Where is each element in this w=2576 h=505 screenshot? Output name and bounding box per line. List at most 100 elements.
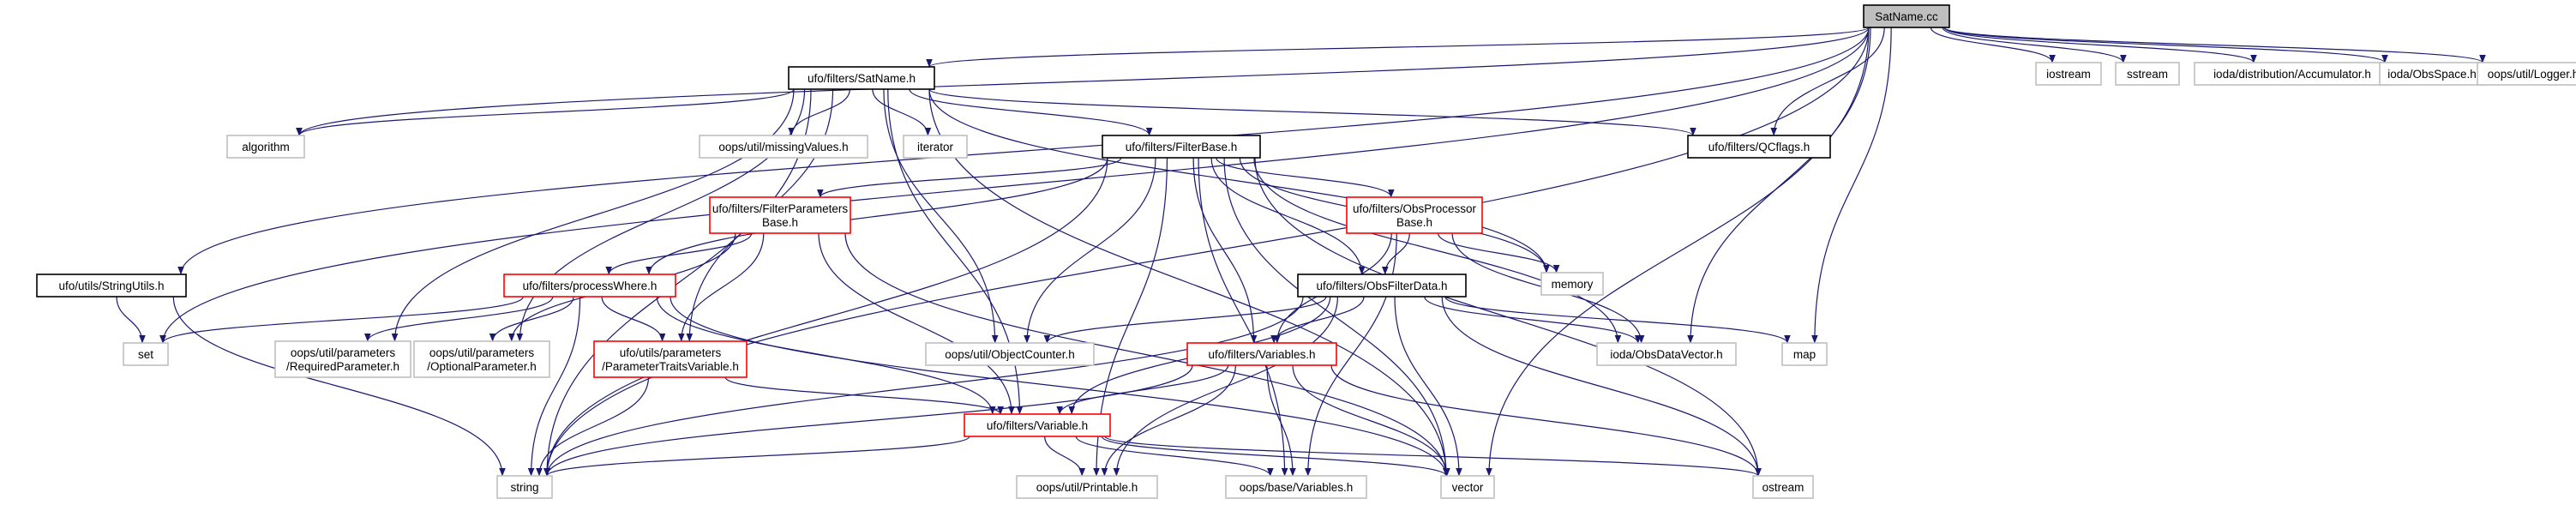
edge-variables-h-to-vector: [1292, 364, 1450, 477]
node-label: ufo/filters/SatName.h: [808, 72, 916, 85]
edge-satname-cc-to-vector: [1486, 27, 1870, 477]
node-obsspace-h: ioda/ObsSpace.h: [2379, 62, 2485, 86]
node-box: [699, 135, 868, 159]
edge-variables-h-to-oops-variables-h: [1266, 364, 1296, 477]
node-box: [1781, 342, 1828, 366]
node-label: sstream: [2127, 68, 2168, 81]
edge-processwhere-h-to-optionalparam-h: [489, 296, 574, 342]
edge-filterbase-h-to-oops-variables-h: [1198, 157, 1288, 477]
edge-paramtraits-h-to-string: [536, 376, 650, 477]
node-label: ufo/filters/QCflags.h: [1708, 141, 1810, 153]
edge-satname-cc-to-accumulator-h: [1943, 27, 2257, 63]
edge-filterbase-h-to-objectcounter-h: [1024, 157, 1156, 344]
node-objectcounter-h: oops/util/ObjectCounter.h: [925, 342, 1095, 366]
node-accumulator-h: ioda/distribution/Accumulator.h: [2194, 62, 2391, 86]
node-box: [36, 274, 187, 298]
node-box: [903, 135, 968, 159]
edge-filterbase-h-to-filterparams-h: [817, 157, 1122, 198]
node-obsfilterdata-h[interactable]: ufo/filters/ObsFilterData.h: [1297, 274, 1467, 298]
node-label: Base.h: [762, 216, 798, 229]
node-label: ufo/filters/ObsProcessor: [1353, 202, 1477, 215]
node-label: Base.h: [1396, 216, 1432, 229]
edge-variables-h-to-ostream: [1330, 364, 1762, 477]
node-logger-h: oops/util/Logger.h: [2477, 62, 2576, 86]
edge-obsfilterdata-h-to-map: [1444, 296, 1791, 344]
node-box: [413, 340, 550, 378]
edge-variable-h-to-string: [543, 436, 970, 477]
node-string: string: [496, 475, 553, 499]
node-iostream: iostream: [2035, 62, 2102, 86]
edge-variables-h-to-printable-h: [1101, 364, 1236, 477]
node-box: [1346, 196, 1483, 234]
edge-obsfilterdata-h-to-objectcounter-h: [1043, 296, 1327, 344]
node-satname-h[interactable]: ufo/filters/SatName.h: [788, 66, 935, 90]
node-variable-h[interactable]: ufo/filters/Variable.h: [964, 413, 1111, 437]
node-requiredparam-h: oops/util/parameters/RequiredParameter.h: [274, 340, 411, 378]
node-label: ufo/filters/processWhere.h: [523, 280, 658, 292]
node-label: ufo/filters/Variable.h: [987, 419, 1088, 432]
edge-variable-h-to-oops-variables-h: [1075, 436, 1274, 477]
edge-processwhere-h-to-string: [527, 296, 581, 477]
node-box: [964, 413, 1111, 437]
node-memory: memory: [1540, 272, 1604, 296]
node-label: oops/util/Printable.h: [1036, 481, 1138, 494]
node-obsdatavector-h: ioda/ObsDataVector.h: [1596, 342, 1737, 366]
edge-satname-h-to-algorithm: [296, 88, 795, 136]
node-box: [2115, 62, 2180, 86]
node-label: set: [138, 348, 153, 361]
edge-satname-h-to-filterbase-h: [909, 88, 1153, 136]
node-processwhere-h[interactable]: ufo/filters/processWhere.h: [503, 274, 676, 298]
node-label: ufo/utils/StringUtils.h: [58, 280, 164, 292]
node-box: [1687, 135, 1831, 159]
node-paramtraits-h[interactable]: ufo/utils/parameters/ParameterTraitsVari…: [593, 340, 748, 378]
node-vector: vector: [1440, 475, 1495, 499]
node-label: /OptionalParameter.h: [427, 360, 537, 373]
edge-filterparams-h-to-vector: [844, 232, 1450, 477]
edge-satname-cc-to-stringutils-h: [177, 27, 1870, 275]
edge-filterparams-h-to-processwhere-h: [605, 232, 753, 275]
edge-satname-cc-to-logger-h: [1943, 27, 2486, 63]
node-label: oops/util/ObjectCounter.h: [945, 348, 1075, 361]
edge-paramtraits-h-to-variable-h: [724, 376, 1004, 415]
node-qcflags-h[interactable]: ufo/filters/QCflags.h: [1687, 135, 1831, 159]
edge-satname-h-to-iterator: [872, 88, 932, 136]
node-stringutils-h[interactable]: ufo/utils/StringUtils.h: [36, 274, 187, 298]
edge-processwhere-h-to-paramtraits-h: [601, 296, 666, 342]
node-label: SatName.cc: [1875, 10, 1938, 23]
node-box: [1297, 274, 1467, 298]
node-label: vector: [1452, 481, 1484, 494]
edge-satname-cc-to-iostream: [1930, 27, 2056, 63]
edge-obsfilterdata-h-to-string: [543, 296, 1304, 477]
node-box: [123, 342, 169, 366]
node-label: ufo/filters/FilterParameters: [712, 202, 849, 215]
edge-satname-h-to-memory: [928, 88, 1550, 274]
edge-filterbase-h-to-obsprocessor-h: [1216, 157, 1395, 198]
node-filterbase-h[interactable]: ufo/filters/FilterBase.h: [1102, 135, 1261, 159]
node-iterator: iterator: [903, 135, 968, 159]
edge-filterparams-h-to-paramtraits-h: [677, 232, 765, 342]
node-box: [788, 66, 935, 90]
node-label: /ParameterTraitsVariable.h: [602, 360, 739, 373]
node-box: [925, 342, 1095, 366]
node-box: [274, 340, 411, 378]
node-label: oops/util/Logger.h: [2488, 68, 2576, 81]
node-box: [1186, 342, 1337, 366]
node-box: [503, 274, 676, 298]
edge-satname-cc-to-map: [1811, 27, 1892, 344]
node-missing-values: oops/util/missingValues.h: [699, 135, 868, 159]
edge-obsfilterdata-h-to-printable-h: [1113, 296, 1338, 477]
edge-variable-h-to-ostream: [1104, 436, 1762, 477]
node-map: map: [1781, 342, 1828, 366]
edge-layer: [116, 27, 2486, 477]
edge-filterbase-h-to-variables-h: [1192, 157, 1258, 344]
node-label: oops/base/Variables.h: [1240, 481, 1354, 494]
node-label: oops/util/missingValues.h: [718, 141, 848, 153]
node-label: algorithm: [242, 141, 290, 153]
node-variables-h[interactable]: ufo/filters/Variables.h: [1186, 342, 1337, 366]
node-label: oops/util/parameters: [291, 346, 396, 359]
edge-filterbase-h-to-processwhere-h: [646, 157, 1108, 275]
node-box: [2194, 62, 2391, 86]
